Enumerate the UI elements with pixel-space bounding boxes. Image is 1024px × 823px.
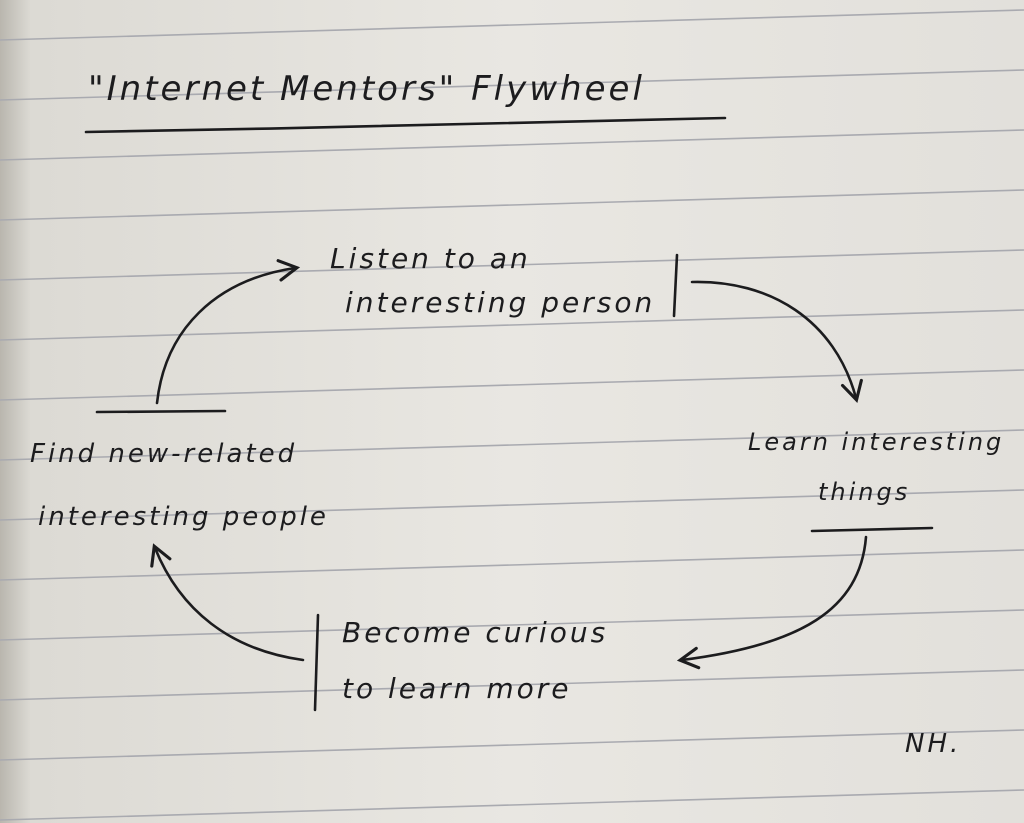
ruled-lines <box>0 9 1024 821</box>
title-underline <box>84 116 727 134</box>
ruled-line <box>0 69 1024 101</box>
node-top-line1: Listen to an <box>330 242 531 275</box>
ruled-line <box>0 189 1024 221</box>
ruled-line <box>0 609 1024 641</box>
ruled-line <box>0 309 1024 341</box>
node-bottom: Become curious to learn more <box>313 613 608 712</box>
node-left-overline <box>95 409 227 414</box>
ruled-line <box>0 429 1024 461</box>
node-bottom-line2: to learn more <box>342 672 571 705</box>
arrow-left-to-top <box>155 259 301 405</box>
node-right-underline <box>810 526 934 533</box>
node-right-line1: Learn interesting <box>748 428 1004 456</box>
signature: NH. <box>905 729 961 759</box>
arrow-bottom-to-left <box>150 543 305 662</box>
node-bottom-line1: Become curious <box>342 616 608 649</box>
node-right-line2: things <box>818 478 910 506</box>
ruled-line <box>0 729 1024 761</box>
ruled-line <box>0 369 1024 401</box>
arrow-top-to-right <box>690 280 863 403</box>
ruled-line <box>0 489 1024 521</box>
ruled-line <box>0 549 1024 581</box>
node-bottom-bar <box>313 613 320 712</box>
node-left: Find new-related interesting people <box>30 409 329 532</box>
ruled-line <box>0 789 1024 821</box>
title: "Internet Mentors" Flywheel <box>88 69 645 109</box>
node-top-line2: interesting person <box>345 286 655 319</box>
ruled-line <box>0 9 1024 41</box>
ruled-line <box>0 129 1024 161</box>
node-left-line2: interesting people <box>38 502 329 532</box>
node-top-bar <box>672 253 679 318</box>
arrow-right-to-bottom <box>676 535 868 670</box>
node-top: Listen to an interesting person <box>330 242 679 319</box>
ruled-line <box>0 249 1024 281</box>
node-right: Learn interesting things <box>748 428 1004 533</box>
ruled-line <box>0 669 1024 701</box>
node-left-line1: Find new-related <box>30 439 297 469</box>
